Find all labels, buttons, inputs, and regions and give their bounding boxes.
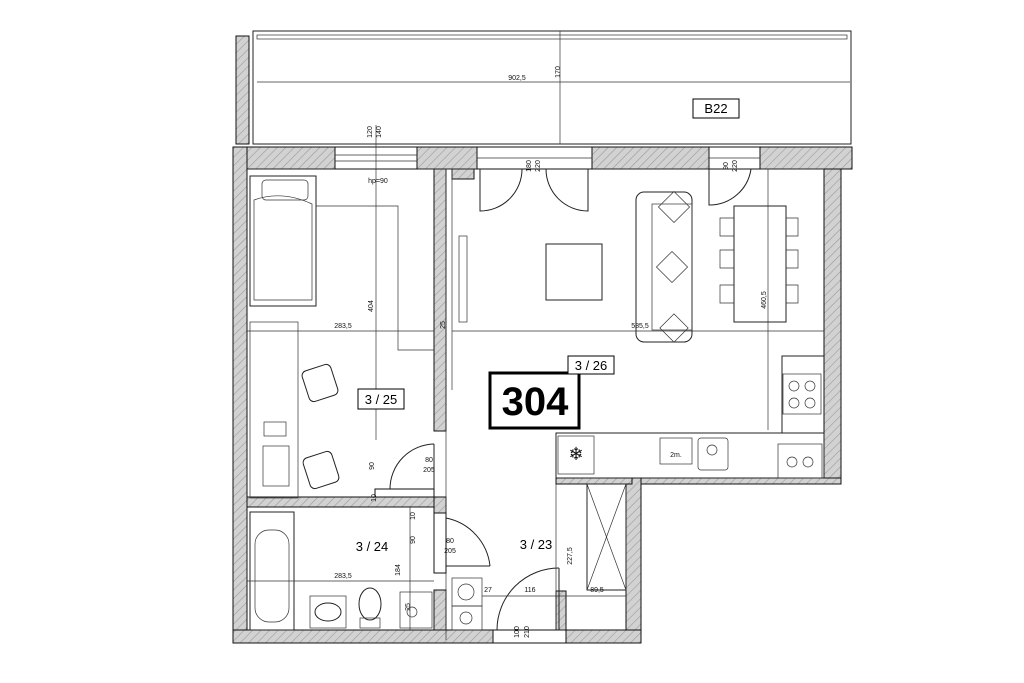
unit-number: 304 [502, 380, 569, 424]
bedroom-door-gap: 90 [369, 462, 376, 470]
balcony-length: 902,5 [508, 75, 526, 82]
bedroom-height: 404 [368, 300, 375, 312]
snowflake-icon: ❄ [568, 444, 583, 464]
hall-closet: 89,5 227,5 27 116 [482, 483, 627, 630]
closet-width: 89,5 [590, 587, 604, 594]
hall-27: 27 [484, 587, 492, 594]
desk [249, 321, 299, 499]
bath-width: 283,5 [334, 573, 352, 580]
balcony-door: 180 220 [476, 146, 593, 212]
coffee-table [545, 243, 603, 301]
bath-wall: 10 [410, 512, 417, 520]
hall-116: 116 [524, 587, 535, 594]
unit-number-box: 304 [488, 371, 581, 430]
bathroom-dimensions: 283,5 184 25 [247, 507, 434, 630]
balcony-label: B22 [704, 101, 727, 116]
bath-door-gap: 90 [410, 536, 417, 544]
balcony-door-width: 180 [526, 160, 533, 172]
bath-small: 25 [405, 603, 412, 611]
bath-door-height: 205 [444, 548, 456, 555]
entry-door-width: 100 [514, 626, 521, 638]
kitchen-door: 90 220 [708, 146, 761, 206]
entry-door: 100 210 [492, 567, 567, 644]
room-bathroom: 3 / 24 [356, 539, 389, 554]
bedroom-door: 80 205 90 10 [369, 443, 435, 502]
bathroom-door: 80 205 90 10 [410, 512, 491, 574]
kitchen-door-width: 90 [723, 162, 730, 170]
washbasin [309, 595, 347, 629]
bath-door-width: 80 [446, 538, 454, 545]
bedroom-gap: 25 [440, 321, 447, 329]
room-living: 3 / 26 [575, 358, 608, 373]
entry-door-height: 210 [524, 626, 531, 638]
living-width: 585,5 [631, 323, 649, 330]
room-hall: 3 / 23 [520, 537, 553, 552]
washer [451, 577, 483, 631]
chairs [301, 363, 340, 490]
dining-table [719, 205, 799, 323]
balcony: B22 902,5 170 [235, 30, 852, 145]
sofa [635, 190, 693, 343]
bed [249, 175, 317, 307]
toilet [358, 587, 382, 629]
dining-depth: 460,5 [761, 291, 768, 309]
walls [232, 146, 853, 644]
hall-length: 227,5 [567, 547, 574, 565]
bedroom-width: 283,5 [334, 323, 352, 330]
boiler [399, 591, 433, 629]
bedroom-dimensions: 283,5 404 25 [247, 300, 447, 332]
kitchen-door-height: 220 [732, 160, 739, 172]
room-bedroom: 3 / 25 [365, 392, 398, 407]
window-width: 120 [367, 126, 374, 138]
wardrobe [316, 205, 434, 351]
window-sill: hp=90 [368, 178, 388, 185]
bathtub [249, 511, 295, 631]
bedroom-wall: 10 [371, 494, 378, 502]
balcony-door-height: 220 [535, 160, 542, 172]
bedroom-door-width: 80 [425, 457, 433, 464]
bedroom-window: 120 140 hp=90 [334, 125, 418, 440]
balcony-label-box [692, 98, 740, 119]
bath-depth: 184 [395, 564, 402, 576]
kitchen-counter: ❄ 2m. [555, 355, 825, 479]
window-height: 140 [376, 126, 383, 138]
bedroom-door-height: 205 [423, 467, 435, 474]
room-labels: 3 / 26 3 / 25 3 / 24 3 / 23 [356, 355, 615, 554]
tv-unit [458, 235, 468, 323]
living-dimensions: 585,5 460,5 [452, 169, 824, 430]
fridge-label: 2m. [670, 452, 682, 459]
balcony-depth: 170 [555, 66, 562, 78]
